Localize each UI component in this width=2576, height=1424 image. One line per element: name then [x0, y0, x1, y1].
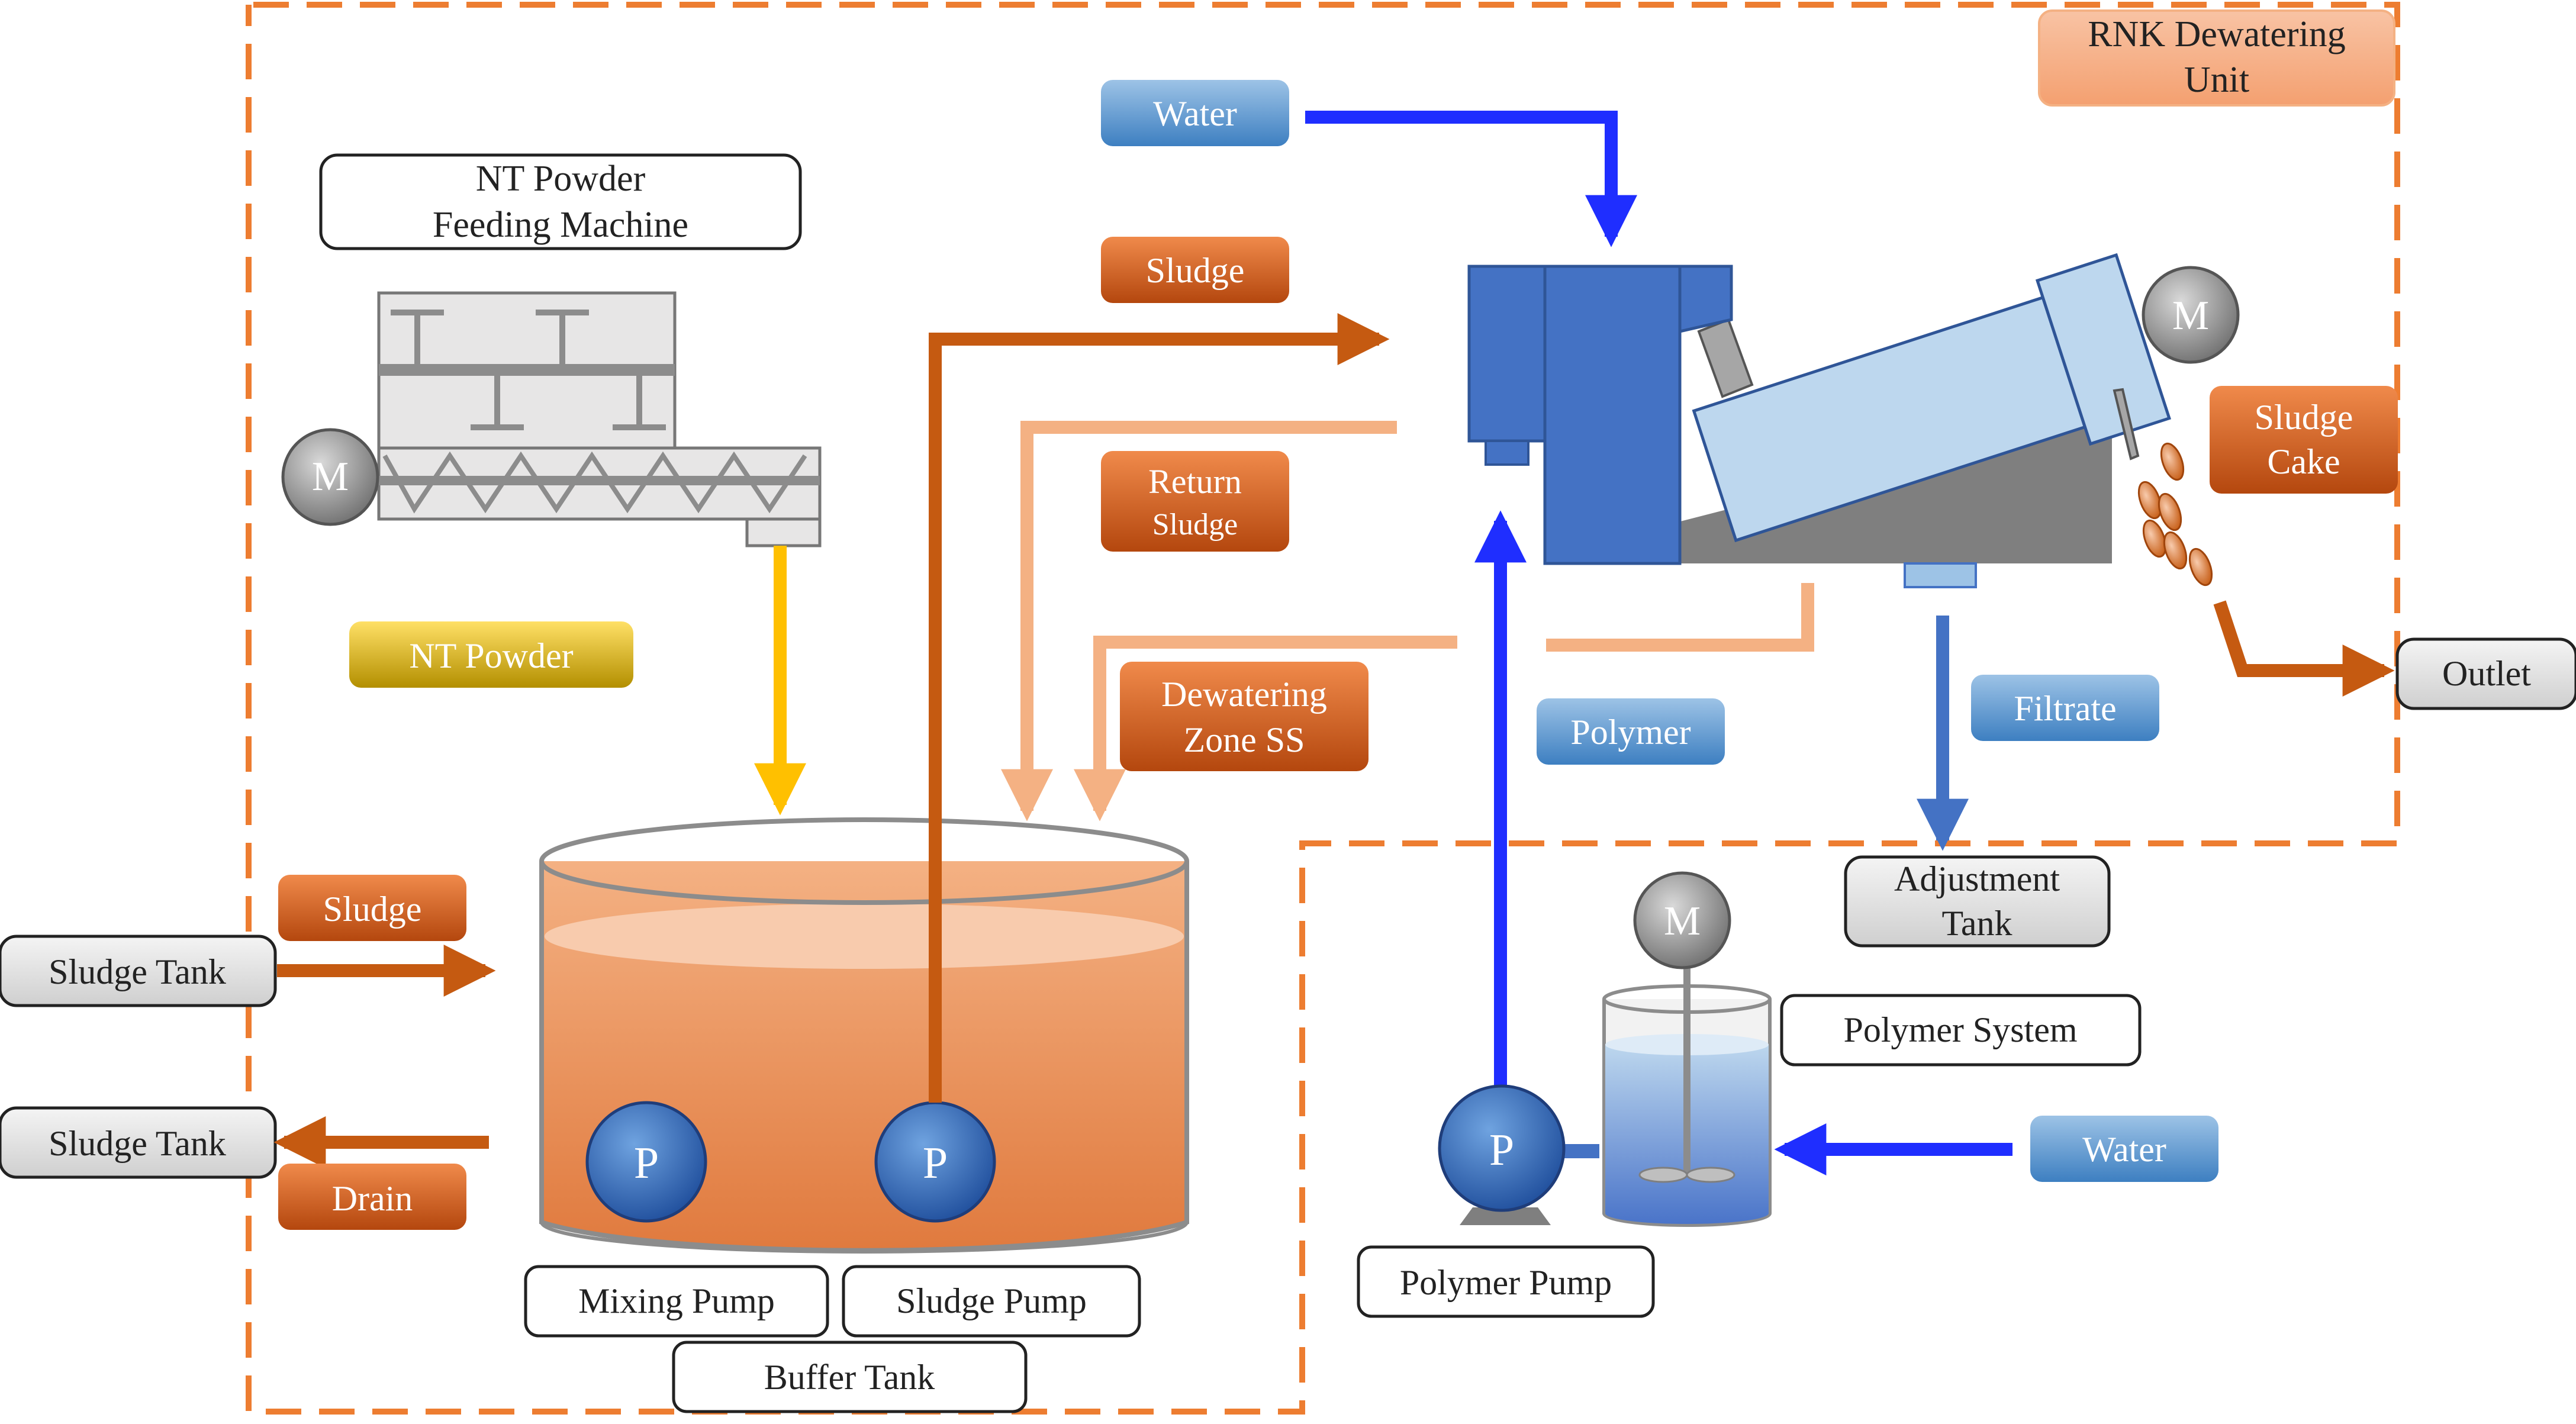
sludge-cake-arrow: [2213, 600, 2395, 697]
dewatering-unit-title: RNK Dewatering: [2088, 14, 2346, 54]
dewatering-unit-boundary: [246, 2, 2400, 1415]
polymer-pump-label-box: [1357, 1245, 1655, 1318]
drain-label-box: [278, 1164, 466, 1230]
dewatering-ss-label-2: Zone SS: [1183, 720, 1305, 759]
polymer-mixer-motor-icon: M: [1633, 871, 1731, 969]
dewatering-unit-title-2: Unit: [2184, 60, 2249, 100]
nt-feeder-label-2: Feeding Machine: [433, 205, 688, 245]
sludge-in-label-box: [278, 875, 466, 941]
return-sludge-label-2: Sludge: [1152, 508, 1238, 542]
water-top-label: Water: [1153, 94, 1237, 133]
adjustment-tank-label: Adjustment: [1894, 859, 2060, 898]
sludge-tank-in-box[interactable]: [0, 935, 277, 1007]
polymer-system-tank: [1602, 965, 1772, 1227]
adjustment-tank-label-2: Tank: [1941, 904, 2012, 943]
return-sludge-label-box: [1101, 451, 1289, 552]
buffer-tank-label: Buffer Tank: [764, 1358, 935, 1397]
svg-text:M: M: [312, 454, 349, 500]
svg-text:M: M: [2172, 293, 2209, 339]
feeder-motor-icon: M: [281, 428, 379, 526]
nt-powder-label-box: [349, 621, 633, 688]
press-motor-icon: M: [2142, 266, 2240, 364]
nt-powder-label: NT Powder: [409, 636, 573, 675]
nt-feeder-label-box: [319, 153, 802, 250]
dewatering-unit-title-box: [2038, 9, 2395, 107]
dewatering-ss-label: Dewatering: [1161, 675, 1327, 714]
sludge-cake-label-box: [2210, 386, 2398, 494]
sludge-pump-icon: P: [874, 1101, 996, 1223]
svg-text:M: M: [1664, 898, 1701, 944]
sludge-in-label: Sludge: [323, 890, 422, 929]
svg-text:P: P: [923, 1138, 948, 1188]
screw-press-dewatering-machine: [1467, 253, 2171, 588]
polymer-system-label: Polymer System: [1843, 1010, 2077, 1049]
sludge-pump-label-box: [842, 1265, 1141, 1338]
water-polymer-label: Water: [2082, 1130, 2166, 1169]
dewatering-ss-label-box: [1120, 662, 1368, 771]
polymer-pump-label: Polymer Pump: [1400, 1263, 1612, 1302]
water-top-arrow: [1305, 111, 1637, 247]
outlet-box[interactable]: [2395, 637, 2576, 710]
water-top-label-box: [1101, 80, 1289, 146]
polymer-pump-icon: P: [1438, 1084, 1599, 1225]
dewatering-ss-arrow: [1074, 636, 1457, 821]
mixing-pump-icon: P: [585, 1101, 707, 1223]
sludge-feed-arrow: [929, 313, 1390, 1103]
sludge-pump-label: Sludge Pump: [896, 1281, 1087, 1320]
filtrate-label-box: [1971, 675, 2159, 741]
drain-label: Drain: [332, 1179, 413, 1218]
sludge-cake-label-2: Cake: [2267, 442, 2340, 481]
svg-text:P: P: [634, 1138, 659, 1188]
return-sludge-arrow: [1001, 421, 1397, 821]
polymer-label-box: [1537, 698, 1725, 765]
sludge-cake-pieces: [2137, 442, 2213, 587]
mixing-pump-label-box: [524, 1265, 829, 1338]
sludge-top-label: Sludge: [1146, 251, 1245, 290]
water-polymer-label-box: [2030, 1116, 2218, 1182]
svg-text:P: P: [1489, 1125, 1514, 1175]
sludge-top-label-box: [1101, 237, 1289, 303]
adjustment-tank-box[interactable]: [1844, 855, 2111, 948]
return-sludge-label: Return: [1148, 462, 1242, 501]
nt-feeder-label: NT Powder: [476, 159, 646, 199]
polymer-label: Polymer: [1570, 713, 1690, 752]
outlet-label: Outlet: [2442, 654, 2531, 693]
sludge-tank-in-label: Sludge Tank: [49, 952, 226, 991]
nt-powder-feeder: [377, 291, 822, 547]
buffer-tank-label-box: [672, 1341, 1028, 1413]
filtrate-label: Filtrate: [2014, 689, 2116, 728]
dewatering-ss-drain-line: [1546, 583, 1814, 652]
sludge-tank-out-label: Sludge Tank: [49, 1124, 226, 1163]
polymer-system-label-box: [1780, 994, 2142, 1067]
mixing-pump-label: Mixing Pump: [578, 1281, 775, 1320]
sludge-cake-label: Sludge: [2255, 398, 2353, 437]
